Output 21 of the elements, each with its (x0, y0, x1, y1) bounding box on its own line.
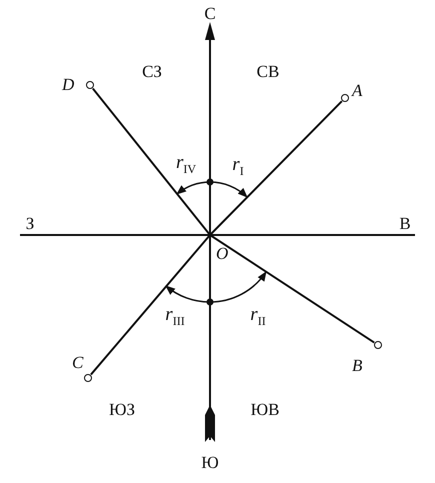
direction-label: В (399, 215, 411, 233)
angle-label: r$_{IV}$ (176, 154, 196, 178)
angle-label: r$_{II}$ (250, 306, 266, 330)
direction-label: ЮЗ (109, 401, 135, 419)
direction-label: Ю (201, 454, 219, 472)
angle-label: r$_{III}$ (165, 306, 185, 330)
point-label: C (72, 354, 84, 372)
direction-label: С (204, 5, 216, 23)
point-label: A (352, 82, 362, 100)
line-segment (92, 88, 211, 236)
point-label: B (352, 357, 362, 375)
point-label: O (216, 245, 228, 263)
direction-label: СЗ (142, 63, 162, 81)
line-segment (209, 234, 375, 344)
angle-label: r$_{I}$ (232, 156, 244, 180)
line-segment (90, 234, 211, 376)
direction-label: СВ (256, 63, 280, 81)
direction-label: З (26, 215, 34, 233)
direction-label: ЮВ (250, 401, 280, 419)
line-segment (209, 100, 343, 236)
point-label: D (62, 76, 74, 94)
